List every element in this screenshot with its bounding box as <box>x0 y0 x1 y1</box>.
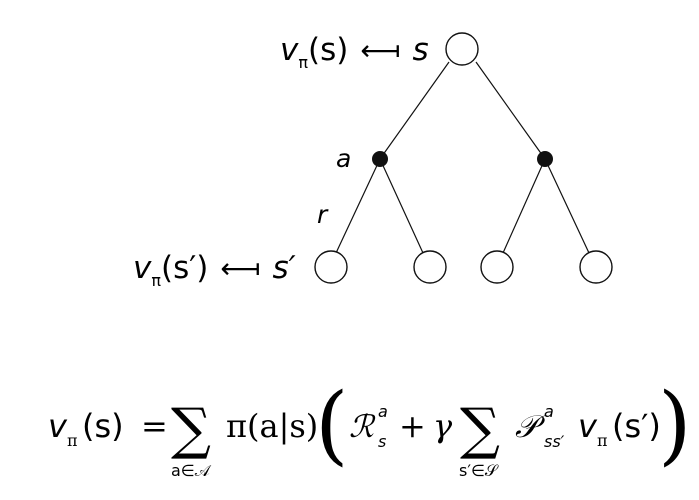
tree-edges <box>335 61 590 254</box>
state-node-successor-4 <box>579 250 613 284</box>
state-node-successor-1 <box>314 250 348 284</box>
equation-open-paren: ( <box>315 375 349 475</box>
action-label: a <box>336 144 351 173</box>
equation-rhs-subscript: π <box>597 431 608 450</box>
edge-right-action-s4 <box>544 158 590 254</box>
state-node-root <box>445 32 479 66</box>
equation-lhs-arg: (s) <box>82 407 124 445</box>
action-node-left <box>372 151 388 167</box>
equation-policy: π(a|s) <box>226 407 318 445</box>
equation-reward: ℛ <box>349 409 376 445</box>
equation-equals: = <box>141 407 168 445</box>
successor-state-value-label: vπ(s′)⟻s′ <box>133 250 296 290</box>
edge-left-action-s2 <box>379 158 424 254</box>
equation-sum-2-subscript: s′∈𝒮 <box>459 461 499 480</box>
equation-transition: 𝒫 <box>515 409 546 445</box>
equation-rhs-arg: (s′) <box>612 407 661 445</box>
tree-nodes <box>314 32 613 284</box>
equation-transition-subscript: ss′ <box>544 432 565 451</box>
edge-left-action-s1 <box>335 158 381 254</box>
equation-sum-1-subscript: a∈𝒜 <box>171 461 212 480</box>
equation-sum-1: ∑ <box>171 397 211 462</box>
edge-root-right-action <box>475 61 546 160</box>
equation-lhs-v: v <box>48 407 68 445</box>
action-node-right <box>537 151 553 167</box>
equation-rhs-v: v <box>578 407 598 445</box>
edge-right-action-s3 <box>502 158 546 254</box>
state-node-successor-2 <box>413 250 447 284</box>
equation-reward-superscript: a <box>378 402 388 421</box>
bellman-expectation-equation: v π (s) = ∑ a∈𝒜 π(a|s) ( ℛ a s + γ ∑ s′∈… <box>48 375 692 480</box>
equation-plus: + <box>399 407 426 445</box>
equation-close-paren: ) <box>658 375 692 475</box>
equation-reward-subscript: s <box>378 432 386 451</box>
state-node-successor-3 <box>480 250 514 284</box>
top-state-value-label: vπ(s)⟻s <box>280 32 429 72</box>
reward-label: r <box>317 200 329 229</box>
edge-root-left-action <box>379 61 450 160</box>
equation-transition-superscript: a <box>544 402 554 421</box>
equation-lhs-subscript: π <box>67 431 78 450</box>
equation-gamma: γ <box>433 407 453 445</box>
equation-sum-2: ∑ <box>460 397 500 462</box>
